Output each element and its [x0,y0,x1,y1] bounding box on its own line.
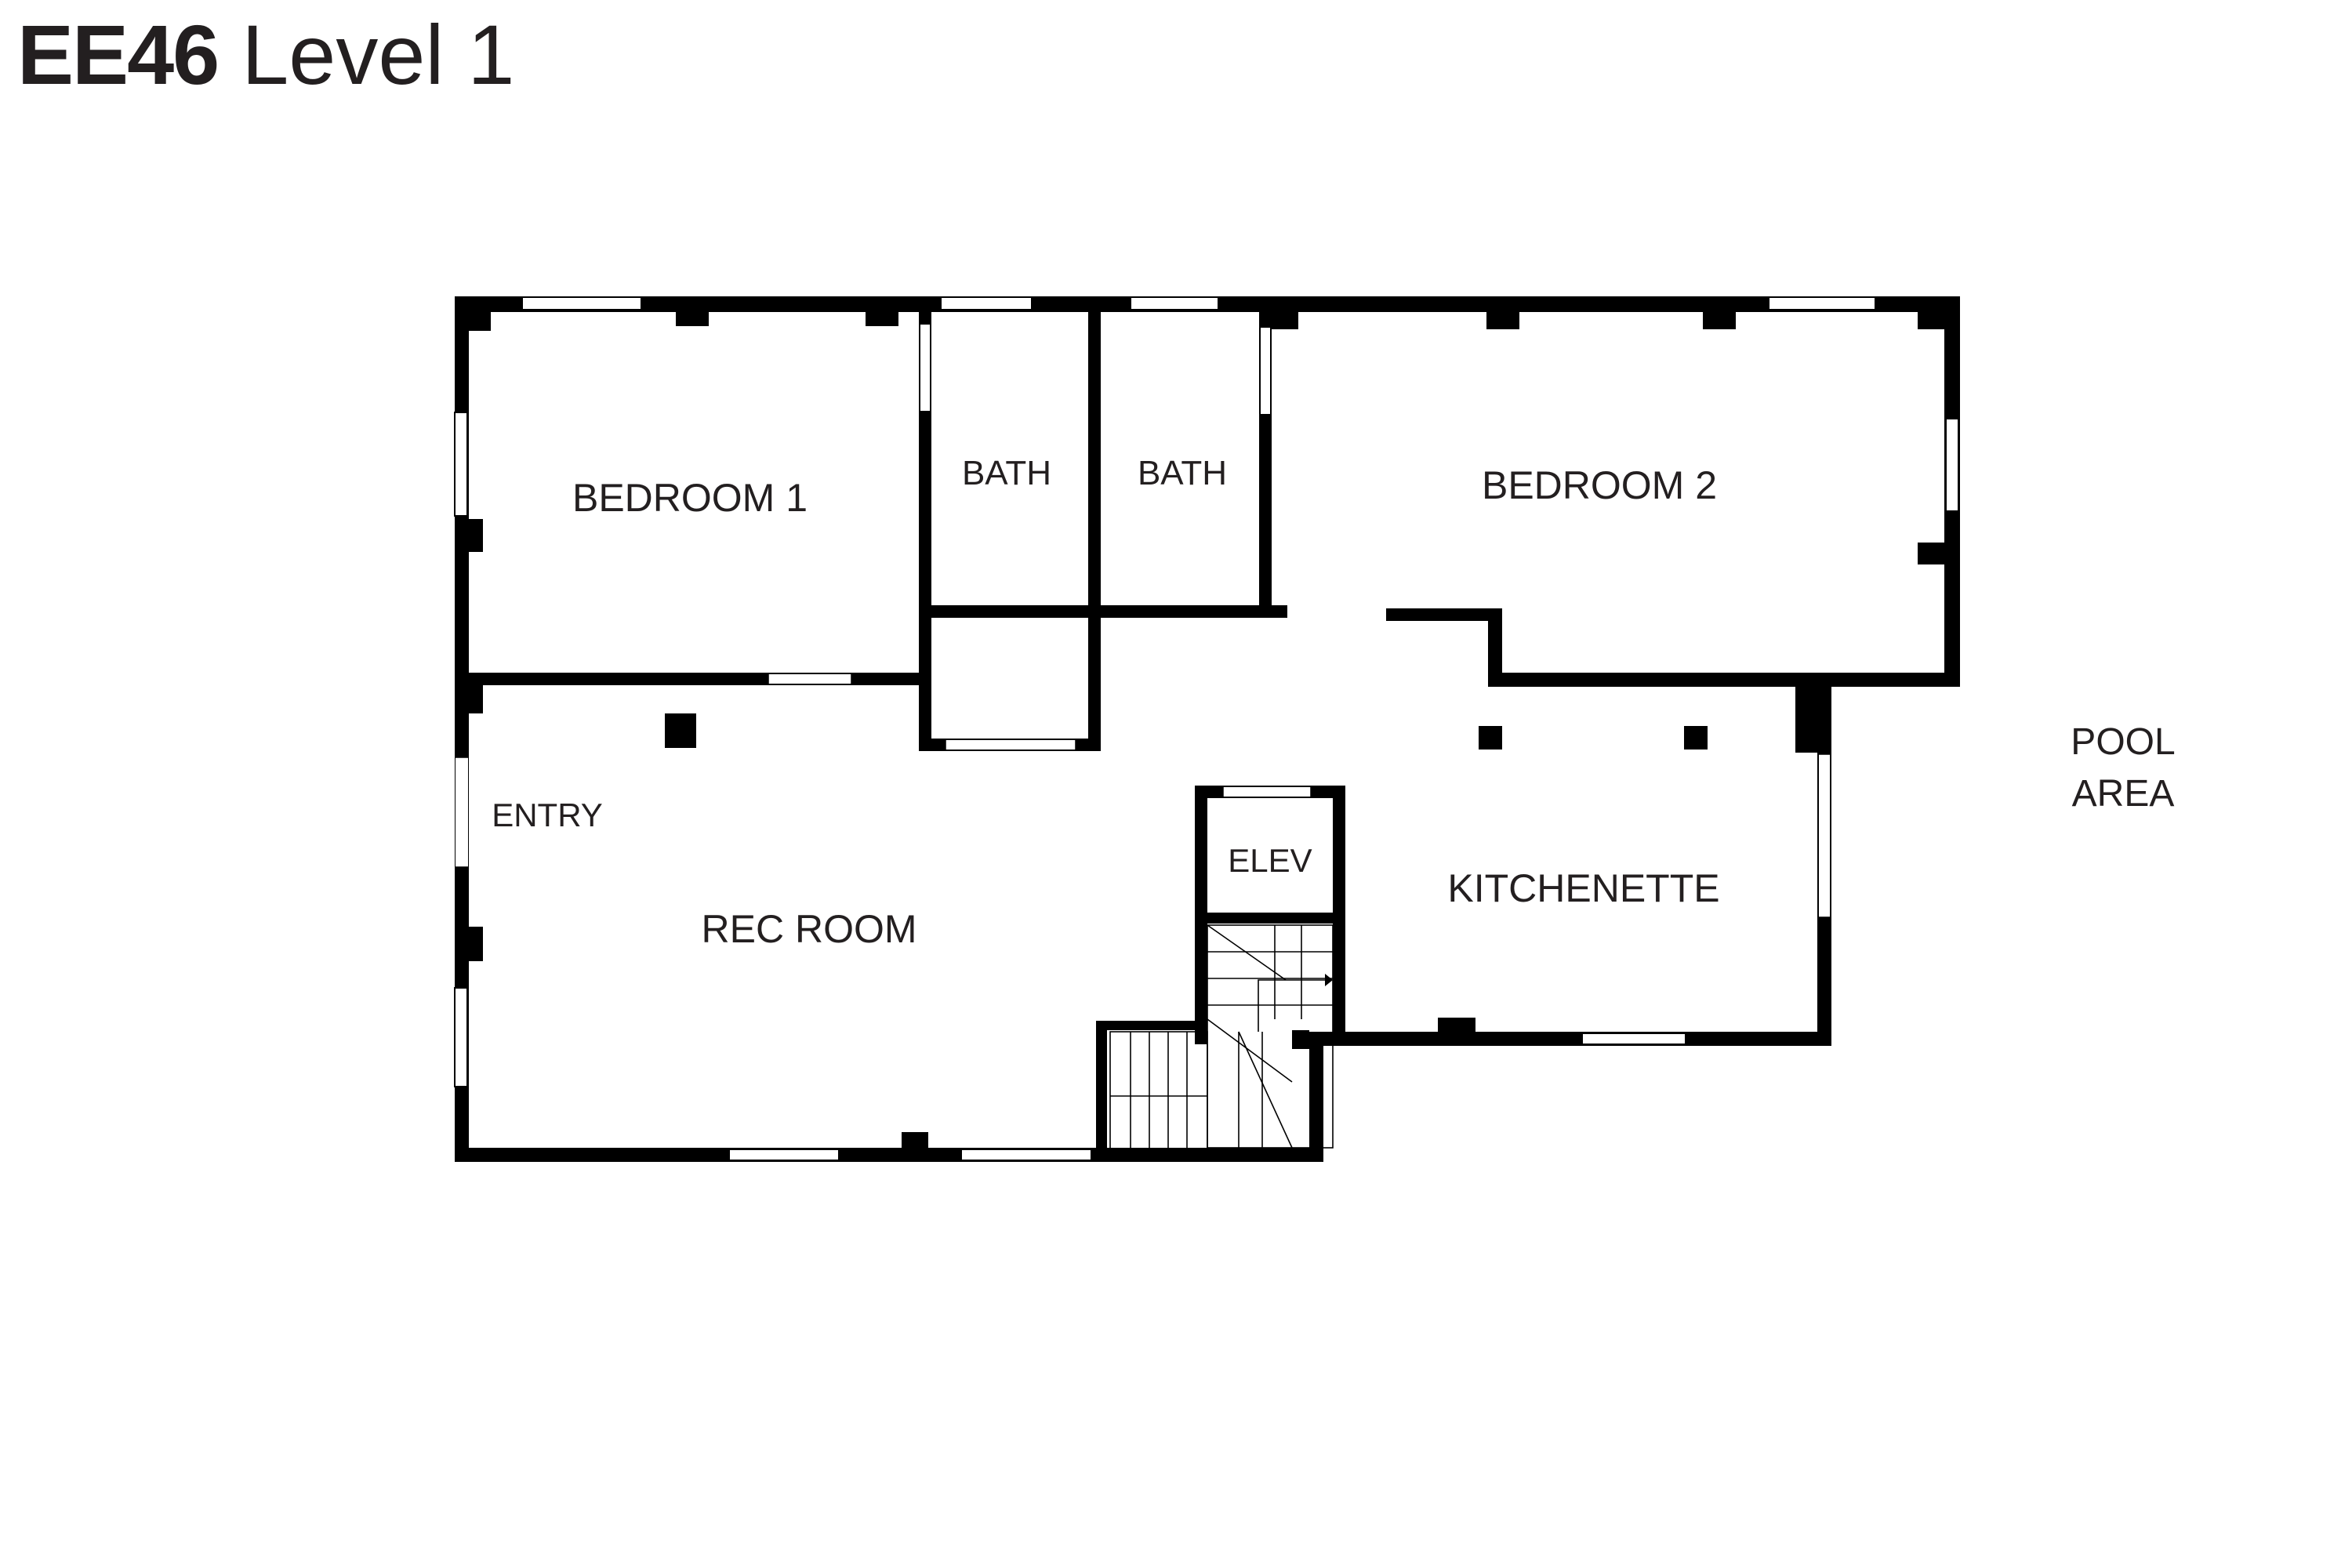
wall-bath-bottom [919,605,1287,618]
doorway [946,740,1076,750]
room-label-bath-left: BATH [962,454,1051,492]
wall-elev-bottom [1195,913,1345,924]
room-label-bath-right: BATH [1138,454,1227,492]
column [469,685,483,713]
wall-bedroom2-stub [1386,608,1502,621]
room-label-bedroom-1: BEDROOM 1 [572,476,808,520]
doorway [768,674,851,684]
room-labels: BEDROOM 1 BATH BATH BEDROOM 2 ENTRY REC … [492,454,2175,951]
window [1130,296,1219,310]
window [960,1149,1092,1161]
room-label-elev: ELEV [1228,842,1312,879]
wall-stair-top [1096,1021,1206,1030]
room-label-kitchenette: KITCHENETTE [1447,866,1719,910]
column [902,1132,928,1148]
wall-bath-divider [1088,296,1101,751]
column [1918,312,1944,329]
column [866,312,898,326]
wall-bed1-bottom [455,673,925,685]
wall-stair-right [1309,1032,1323,1162]
doorway [1290,607,1385,618]
column [1292,1030,1309,1049]
windows [454,296,1959,1161]
room-label-entry: ENTRY [492,797,603,833]
column [469,312,491,331]
window [454,987,468,1087]
openings [456,325,1830,917]
wall-stair-left [1096,1021,1107,1162]
wall-top-left [455,296,1269,312]
doorway [456,757,468,867]
column [1438,1018,1475,1032]
wall-bedroom2-step [1488,610,1502,687]
column [665,713,696,748]
opening-lines [456,674,1830,918]
column [1272,312,1298,329]
doorway [920,325,930,411]
window [454,412,468,517]
area-label-pool-line2: AREA [2072,773,2175,815]
column [1479,726,1502,750]
window [1768,296,1876,310]
column [1486,312,1519,329]
room-label-rec-room: REC ROOM [702,907,917,951]
wall-bedroom2-bottom [1488,673,1960,687]
window [1581,1033,1686,1045]
plan-level: Level 1 [241,7,515,102]
room-label-bedroom-2: BEDROOM 2 [1482,463,1717,507]
column [676,312,709,326]
window [728,1149,840,1161]
plan-title: EE46 Level 1 [17,6,514,103]
window [521,296,642,310]
column [469,519,483,552]
column [1795,684,1831,753]
doorway [1819,754,1830,917]
window [940,296,1033,310]
doorway [1223,787,1311,797]
doorway [1261,328,1270,414]
area-label-pool-line1: POOL [2071,721,2175,763]
staircase [1109,924,1334,1150]
column [469,927,483,961]
stair-arrow-icon [1325,974,1333,986]
column [1684,726,1708,750]
column [1703,312,1736,329]
window [1945,418,1959,512]
column [1918,543,1944,564]
wall-kitchen-bottom [1316,1032,1831,1046]
plan-code: EE46 [17,7,220,102]
